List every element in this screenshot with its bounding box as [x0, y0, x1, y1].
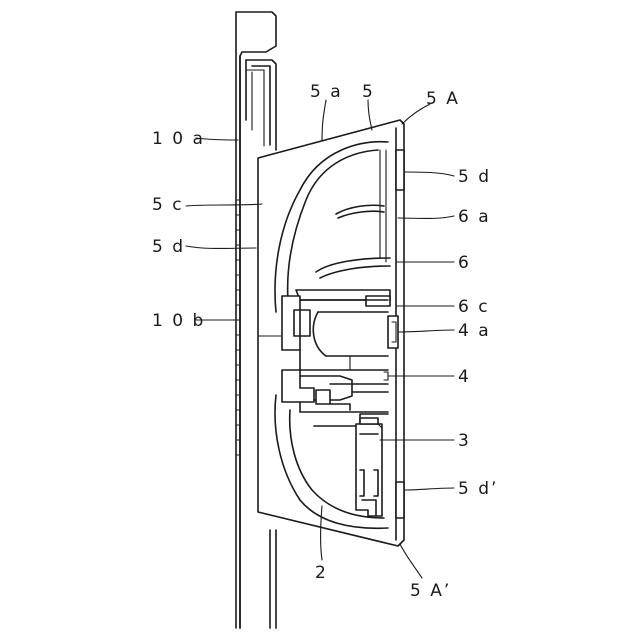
label-5A-prime: 5 A’ [410, 581, 451, 601]
label-4: 4 [458, 367, 471, 387]
label-10a: 1 0 a [152, 129, 205, 149]
label-5d-prime: 5 d’ [458, 479, 498, 499]
label-2: 2 [315, 563, 328, 583]
label-4a: 4 a [458, 321, 491, 341]
label-6c: 6 c [458, 297, 490, 317]
label-5c: 5 c [152, 195, 184, 215]
label-3: 3 [458, 431, 471, 451]
label-5A: 5 A [426, 89, 460, 109]
label-5d-left: 5 d [152, 237, 185, 257]
label-5: 5 [362, 82, 375, 102]
label-6a: 6 a [458, 207, 491, 227]
label-5d-right: 5 d [458, 167, 491, 187]
label-10b: 1 0 b [152, 311, 205, 331]
label-6: 6 [458, 253, 471, 273]
label-5a: 5 a [310, 82, 343, 102]
